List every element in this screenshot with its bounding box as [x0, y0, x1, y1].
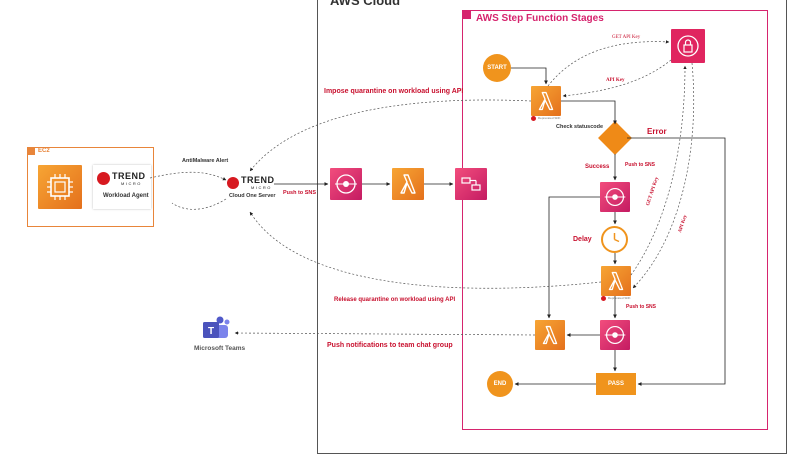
- antimalware-alert-label: AntiMalware Alert: [182, 158, 229, 164]
- get-api-key-label: GET API Key: [612, 35, 641, 40]
- error-label: Error: [647, 127, 667, 136]
- trend-micro-logo-icon: [97, 172, 110, 185]
- push-notifications-label: Push notifications to team chat group: [327, 342, 453, 349]
- step-functions-title: AWS Step Function Stages: [476, 13, 604, 24]
- step-functions-icon: [462, 10, 471, 19]
- lambda-notify-icon: [535, 320, 565, 350]
- end-label: END: [493, 381, 507, 387]
- api-key-label: API Key: [606, 78, 625, 83]
- sns-success-icon: [600, 182, 630, 212]
- lambda-impose-icon: [531, 86, 561, 116]
- step-functions-boundary: [462, 10, 768, 430]
- push-sns-2-label: Push to SNS: [626, 304, 657, 310]
- trend-brand-text: TREND: [112, 171, 146, 181]
- success-label: Success: [585, 164, 610, 170]
- deprecated-label-2: Deprecated SDK: [608, 296, 631, 300]
- pass-state: PASS: [596, 373, 636, 395]
- ec2-group-icon: [27, 147, 35, 155]
- aws-cloud-title: AWS Cloud: [330, 0, 401, 8]
- microsoft-teams-label: Microsoft Teams: [194, 345, 246, 352]
- impose-quarantine-label: Impose quarantine on workload using API: [324, 88, 464, 95]
- push-sns-1-label: Push to SNS: [625, 162, 656, 168]
- microsoft-teams-icon: T: [201, 316, 231, 342]
- delay-clock-icon: [601, 226, 628, 253]
- cloud-one-brand-text: TREND: [241, 175, 275, 185]
- cloud-one-server-label: Cloud One Server: [229, 193, 276, 199]
- check-statuscode-label: Check statuscode: [556, 124, 604, 130]
- workload-agent-label: Workload Agent: [103, 193, 149, 199]
- deprecated-badge-2-icon: [601, 296, 606, 301]
- sns-topic-icon: [330, 168, 362, 200]
- end-node: END: [487, 371, 513, 397]
- ec2-instance-icon: [38, 165, 82, 209]
- trend-brand-sub-text: MICRO: [121, 181, 142, 186]
- deprecated-label-1: Deprecated SDK: [538, 116, 561, 120]
- lambda-main-icon: [392, 168, 424, 200]
- cloud-one-logo-icon: [227, 177, 239, 189]
- release-quarantine-label: Release quarantine on workload using API: [334, 297, 456, 303]
- ec2-group: [27, 147, 154, 227]
- cloud-one-brand-sub-text: MICRO: [251, 185, 272, 190]
- push-sns-main-label: Push to SNS: [283, 190, 317, 196]
- pass-label: PASS: [608, 381, 624, 387]
- deprecated-badge-1-icon: [531, 116, 536, 121]
- lambda-release-icon: [601, 266, 631, 296]
- secrets-manager-icon: [671, 29, 705, 63]
- sns-release-icon: [600, 320, 630, 350]
- ec2-label: EC2: [38, 148, 50, 154]
- start-node: START: [483, 54, 511, 82]
- start-label: START: [487, 65, 507, 71]
- step-functions-main-icon: [455, 168, 487, 200]
- delay-label: Delay: [573, 236, 592, 243]
- svg-text:T: T: [208, 326, 214, 337]
